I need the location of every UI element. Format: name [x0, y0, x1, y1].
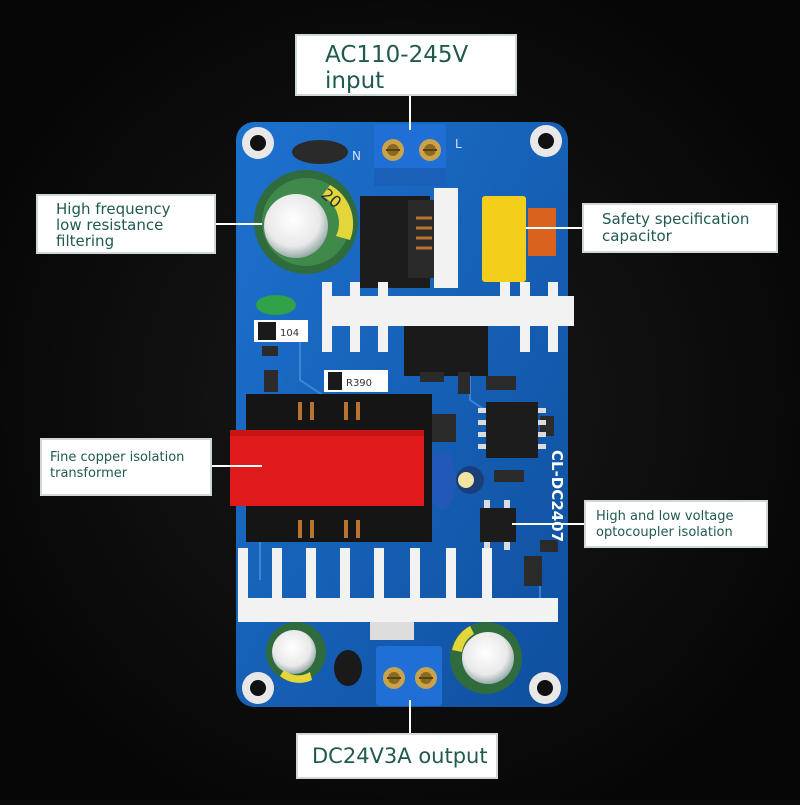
- optocoupler: [480, 500, 516, 550]
- input-spec-callout: AC110-245V input: [295, 34, 517, 96]
- isolation-transformer: [230, 394, 432, 542]
- resistor-r390: R390: [324, 370, 388, 392]
- filter-line-3: filtering: [56, 232, 115, 250]
- safety-line-1: Safety specification: [602, 210, 750, 228]
- output-capacitor-right: [450, 622, 522, 694]
- output-spec-callout: DC24V3A output: [296, 733, 498, 779]
- callout-leader-lines: [212, 96, 584, 733]
- safety-capacitor: [482, 196, 556, 282]
- top-heatsink: [322, 282, 574, 376]
- fuse-component: [292, 140, 348, 164]
- input-label: input: [325, 68, 385, 94]
- bottom-heatsink: [238, 548, 558, 640]
- y-capacitor: [428, 450, 456, 510]
- board-model-marking: CL-DC2407: [548, 450, 566, 542]
- neutral-mark: N: [352, 149, 361, 163]
- filter-line-2: low resistance: [56, 216, 164, 234]
- transformer-callout: Fine copper isolation transformer: [40, 438, 212, 496]
- mounting-hole-icon: [242, 125, 562, 704]
- resistor-104-label: 104: [280, 328, 299, 339]
- small-inductor: [256, 295, 296, 315]
- filter-line-1: High frequency: [56, 200, 171, 218]
- live-mark: L: [455, 137, 462, 151]
- controller-ic: [478, 402, 546, 458]
- common-mode-choke: [360, 188, 458, 288]
- filter-callout: High frequency low resistance filtering: [36, 194, 216, 254]
- safety-line-2: capacitor: [602, 227, 672, 245]
- output-capacitor-left: [266, 622, 326, 683]
- safety-capacitor-callout: Safety specification capacitor: [582, 203, 778, 253]
- input-voltage-label: AC110-245V: [325, 42, 469, 68]
- optocoupler-callout: High and low voltage optocoupler isolati…: [584, 500, 768, 548]
- filter-capacitor: 20: [254, 170, 358, 274]
- opto-line-1: High and low voltage: [596, 509, 734, 524]
- opto-line-2: optocoupler isolation: [596, 525, 733, 540]
- transformer-line-2: transformer: [50, 466, 128, 481]
- input-terminal-block: N L: [352, 124, 462, 186]
- smd-components: [262, 346, 558, 586]
- output-terminal-block: [376, 646, 442, 706]
- mosfet-component: [404, 326, 488, 376]
- output-inductor: [334, 650, 362, 686]
- resistor-r390-label: R390: [346, 378, 372, 389]
- output-label: DC24V3A output: [312, 744, 488, 768]
- resistor-104: 104: [254, 320, 308, 342]
- transformer-line-1: Fine copper isolation: [50, 450, 185, 465]
